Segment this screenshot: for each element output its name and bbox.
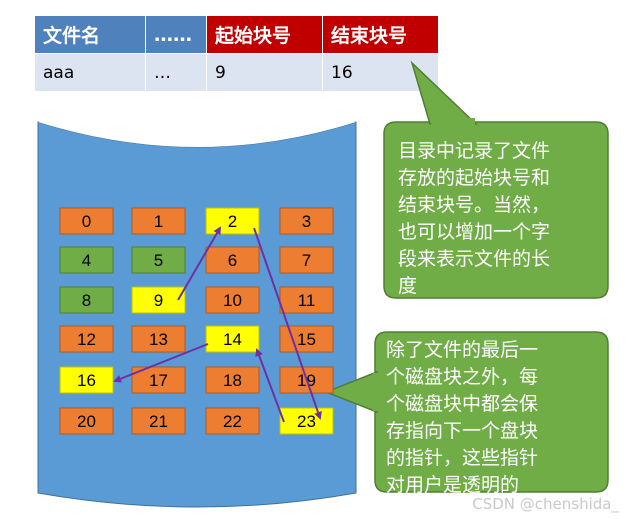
callout-line: 目录中记录了文件 xyxy=(398,140,551,162)
table-row: aaa … 9 16 xyxy=(34,53,439,92)
disk-block-label: 17 xyxy=(149,371,168,390)
directory-callout-pointer xyxy=(410,60,478,125)
disk-block-2: 2 xyxy=(205,207,260,235)
callout-line: 存放的起始块号和 xyxy=(398,167,551,189)
disk-block-label: 9 xyxy=(154,291,163,310)
disk-block-label: 3 xyxy=(302,212,311,231)
callout-line: 个磁盘块之外，每 xyxy=(386,366,539,388)
pointer-arrow-2-to-23 xyxy=(253,227,322,420)
disk-block-label: 20 xyxy=(77,412,96,431)
disk-block-label: 23 xyxy=(297,412,316,431)
disk-block-15: 15 xyxy=(279,325,334,353)
disk-block-7: 7 xyxy=(279,246,334,274)
disk-block-label: 7 xyxy=(302,251,311,270)
directory-table: 文件名 …… 起始块号 结束块号 aaa … 9 16 xyxy=(34,15,439,92)
disk-block-21: 21 xyxy=(131,407,186,435)
disk-block-6: 6 xyxy=(205,246,260,274)
disk-block-11: 11 xyxy=(279,286,334,314)
disk-block-16: 16 xyxy=(59,366,114,394)
disk-block-label: 18 xyxy=(223,371,242,390)
disk-block-22: 22 xyxy=(205,407,260,435)
disk-block-label: 1 xyxy=(154,212,163,231)
disk-top xyxy=(38,122,356,147)
disk-block-label: 16 xyxy=(77,371,96,390)
disk-block-label: 11 xyxy=(298,291,316,310)
disk-block-label: 2 xyxy=(228,212,237,231)
disk-block-label: 10 xyxy=(223,291,242,310)
callout-line: 度 xyxy=(398,275,418,297)
disk-block-23: 23 xyxy=(279,407,334,435)
disk-block-4: 4 xyxy=(59,246,114,274)
header-filename: 文件名 xyxy=(34,15,146,54)
disk-block-8: 8 xyxy=(59,286,114,314)
disk-block-14: 14 xyxy=(205,325,260,353)
callout-line: 除了文件的最后一 xyxy=(386,339,539,361)
disk-block-12: 12 xyxy=(59,325,114,353)
pointer-arrow-9-to-2 xyxy=(177,226,222,301)
disk-block-label: 15 xyxy=(297,330,316,349)
disk-block-9: 9 xyxy=(131,286,186,314)
cell-start-block: 9 xyxy=(206,53,323,92)
disk-block-label: 21 xyxy=(149,412,168,431)
cell-filename: aaa xyxy=(34,53,146,92)
disk-block-0: 0 xyxy=(59,207,114,235)
disk-block-label: 12 xyxy=(77,330,96,349)
callout-line: 的指针，这些指针 xyxy=(386,447,539,469)
pointer-arrow-23-to-14 xyxy=(255,348,285,423)
callout-line: 对用户是透明的 xyxy=(386,474,520,496)
cell-ellipsis: … xyxy=(145,53,207,92)
disk-block-label: 4 xyxy=(82,251,91,270)
disk-block-3: 3 xyxy=(279,207,334,235)
disk-block-label: 6 xyxy=(228,251,237,270)
disk-block-20: 20 xyxy=(59,407,114,435)
disk-block-label: 22 xyxy=(223,412,242,431)
disk-block-label: 14 xyxy=(223,330,242,349)
disk-block-13: 13 xyxy=(131,325,186,353)
watermark: CSDN @chenshida_ xyxy=(472,495,619,513)
callout-line: 段来表示文件的长 xyxy=(398,248,551,270)
disk-block-10: 10 xyxy=(205,286,260,314)
pointer-arrow-14-to-16 xyxy=(113,343,209,383)
directory-callout xyxy=(383,121,609,299)
disk-block-5: 5 xyxy=(131,246,186,274)
callout-line: 存指向下一个盘块 xyxy=(386,420,539,442)
disk-block-label: 13 xyxy=(149,330,168,349)
directory-callout-text: 目录中记录了文件 存放的起始块号和 结束块号。当然， 也可以增加一个字 段来表示… xyxy=(398,138,550,300)
disk-cylinder xyxy=(37,121,357,508)
callout-line: 结束块号。当然， xyxy=(398,194,551,216)
header-end-block: 结束块号 xyxy=(322,15,439,54)
pointer-callout xyxy=(374,331,609,493)
disk-block-1: 1 xyxy=(131,207,186,235)
callout-line: 个磁盘块中都会保 xyxy=(386,393,539,415)
disk-block-label: 8 xyxy=(82,291,91,310)
disk-block-18: 18 xyxy=(205,366,260,394)
callout-line: 也可以增加一个字 xyxy=(398,221,551,243)
disk-block-label: 5 xyxy=(154,251,163,270)
disk-block-label: 0 xyxy=(82,212,91,231)
pointer-callout-text: 除了文件的最后一 个磁盘块之外，每 个磁盘块中都会保 存指向下一个盘块 的指针，… xyxy=(386,337,538,499)
